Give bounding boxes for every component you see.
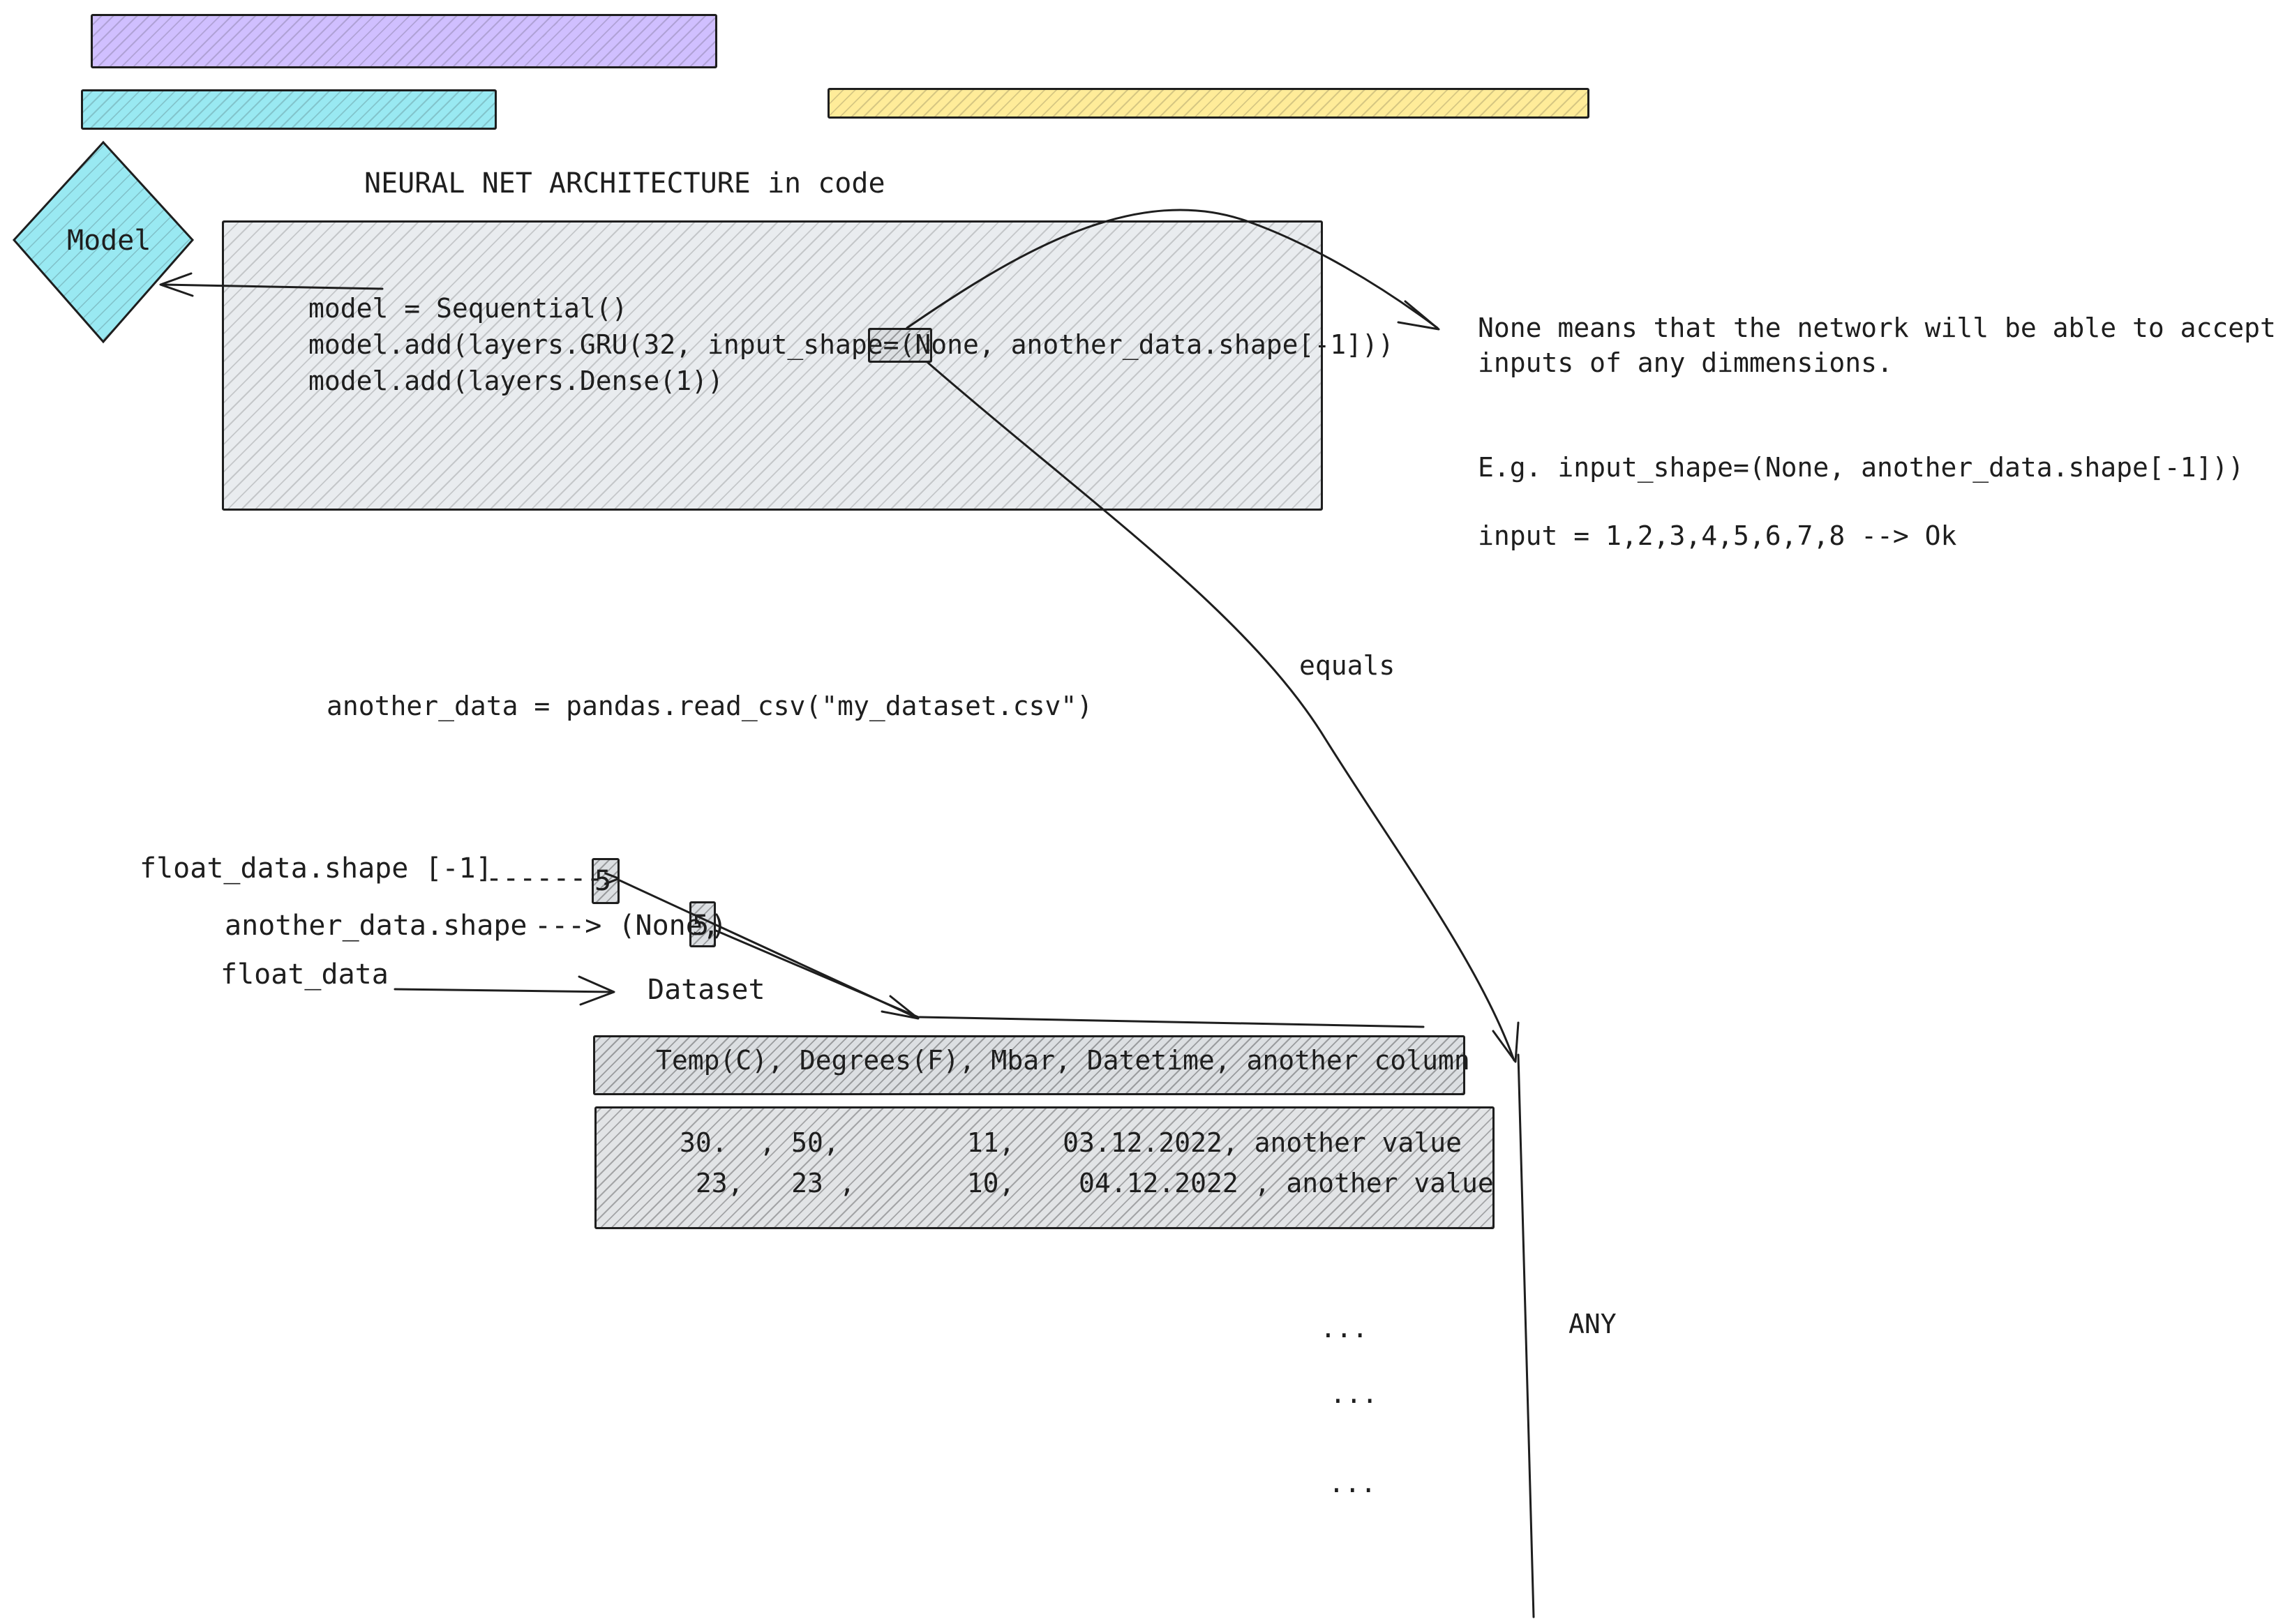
none-to-note-arrowhead [1397, 300, 1440, 331]
ellipsis-3: ... [1328, 1468, 1377, 1498]
float-data-arrow [394, 988, 614, 993]
dataset-title: Dataset [647, 974, 765, 1006]
model-label: Model [67, 225, 151, 257]
float-shape-value-box [592, 858, 620, 904]
value2-to-dataset-arrow [714, 929, 920, 1018]
model-diamond [12, 140, 195, 344]
code-title: NEURAL NET ARCHITECTURE in code [364, 167, 885, 200]
dataset-row-1: 30. , 50, 11, 03.12.2022, another value [680, 1127, 1462, 1158]
code-line-1: model = Sequential() [308, 293, 628, 324]
another-shape-label: another_data.shape [225, 910, 527, 942]
dataset-rows-box [594, 1106, 1495, 1229]
ellipsis-2: ... [1330, 1378, 1378, 1409]
code-line-2-suffix: another_data.shape[-1])) [994, 329, 1394, 360]
float-shape-arrow: -------> [486, 862, 637, 894]
any-vertical-line [1517, 1053, 1535, 1618]
code-line-2: model.add(layers.GRU(32, input_shape=(No… [308, 329, 1394, 360]
float-shape-value: 5 [594, 865, 612, 897]
dataset-header: Temp(C), Degrees(F), Mbar, Datetime, ano… [656, 1045, 1470, 1076]
value-to-dataset-arrowhead [881, 995, 920, 1020]
any-label: ANY [1569, 1309, 1617, 1339]
connectors [12, 140, 1535, 1618]
dataset-underline [918, 1016, 1425, 1028]
code-line-3: model.add(layers.Dense(1)) [308, 366, 724, 396]
none-to-note-arrow [906, 209, 1439, 329]
dataset-header-box [593, 1035, 1465, 1095]
code-none-highlight: None, [915, 329, 995, 360]
none-highlight-box [868, 328, 932, 363]
another-shape-arrow: ---> (None, [534, 910, 736, 942]
another-shape-close: ) [710, 910, 728, 942]
float-data-label: float_data [220, 958, 389, 991]
note-line-2: inputs of any dimmensions. [1478, 347, 1893, 378]
code-line-2-prefix: model.add(layers.GRU(32, input_shape=( [308, 329, 915, 360]
another-shape-value-box [689, 901, 716, 947]
code-to-model-arrow [160, 283, 384, 290]
equals-label: equals [1299, 650, 1395, 681]
note-input: input = 1,2,3,4,5,6,7,8 --> Ok [1478, 520, 1957, 551]
yellow-bar [828, 88, 1589, 119]
float-shape-label: float_data.shape [-1] [140, 852, 493, 885]
ellipsis-1: ... [1320, 1313, 1368, 1344]
none-to-any-arrowhead [1492, 1021, 1520, 1063]
code-box [222, 220, 1323, 511]
teal-bar [81, 89, 497, 130]
note-line-1: None means that the network will be able… [1478, 313, 2276, 343]
another-shape-value: 5 [692, 910, 710, 942]
purple-bar [91, 14, 717, 68]
dataset-row-2: 23, 23 , 10, 04.12.2022 , another value [680, 1168, 1494, 1198]
float-data-arrowhead [578, 975, 615, 1006]
read-csv-line: another_data = pandas.read_csv("my_datas… [327, 691, 1093, 721]
note-example: E.g. input_shape=(None, another_data.sha… [1478, 452, 2245, 483]
none-to-any-arrow [927, 361, 1515, 1062]
code-to-model-arrowhead [159, 272, 194, 297]
